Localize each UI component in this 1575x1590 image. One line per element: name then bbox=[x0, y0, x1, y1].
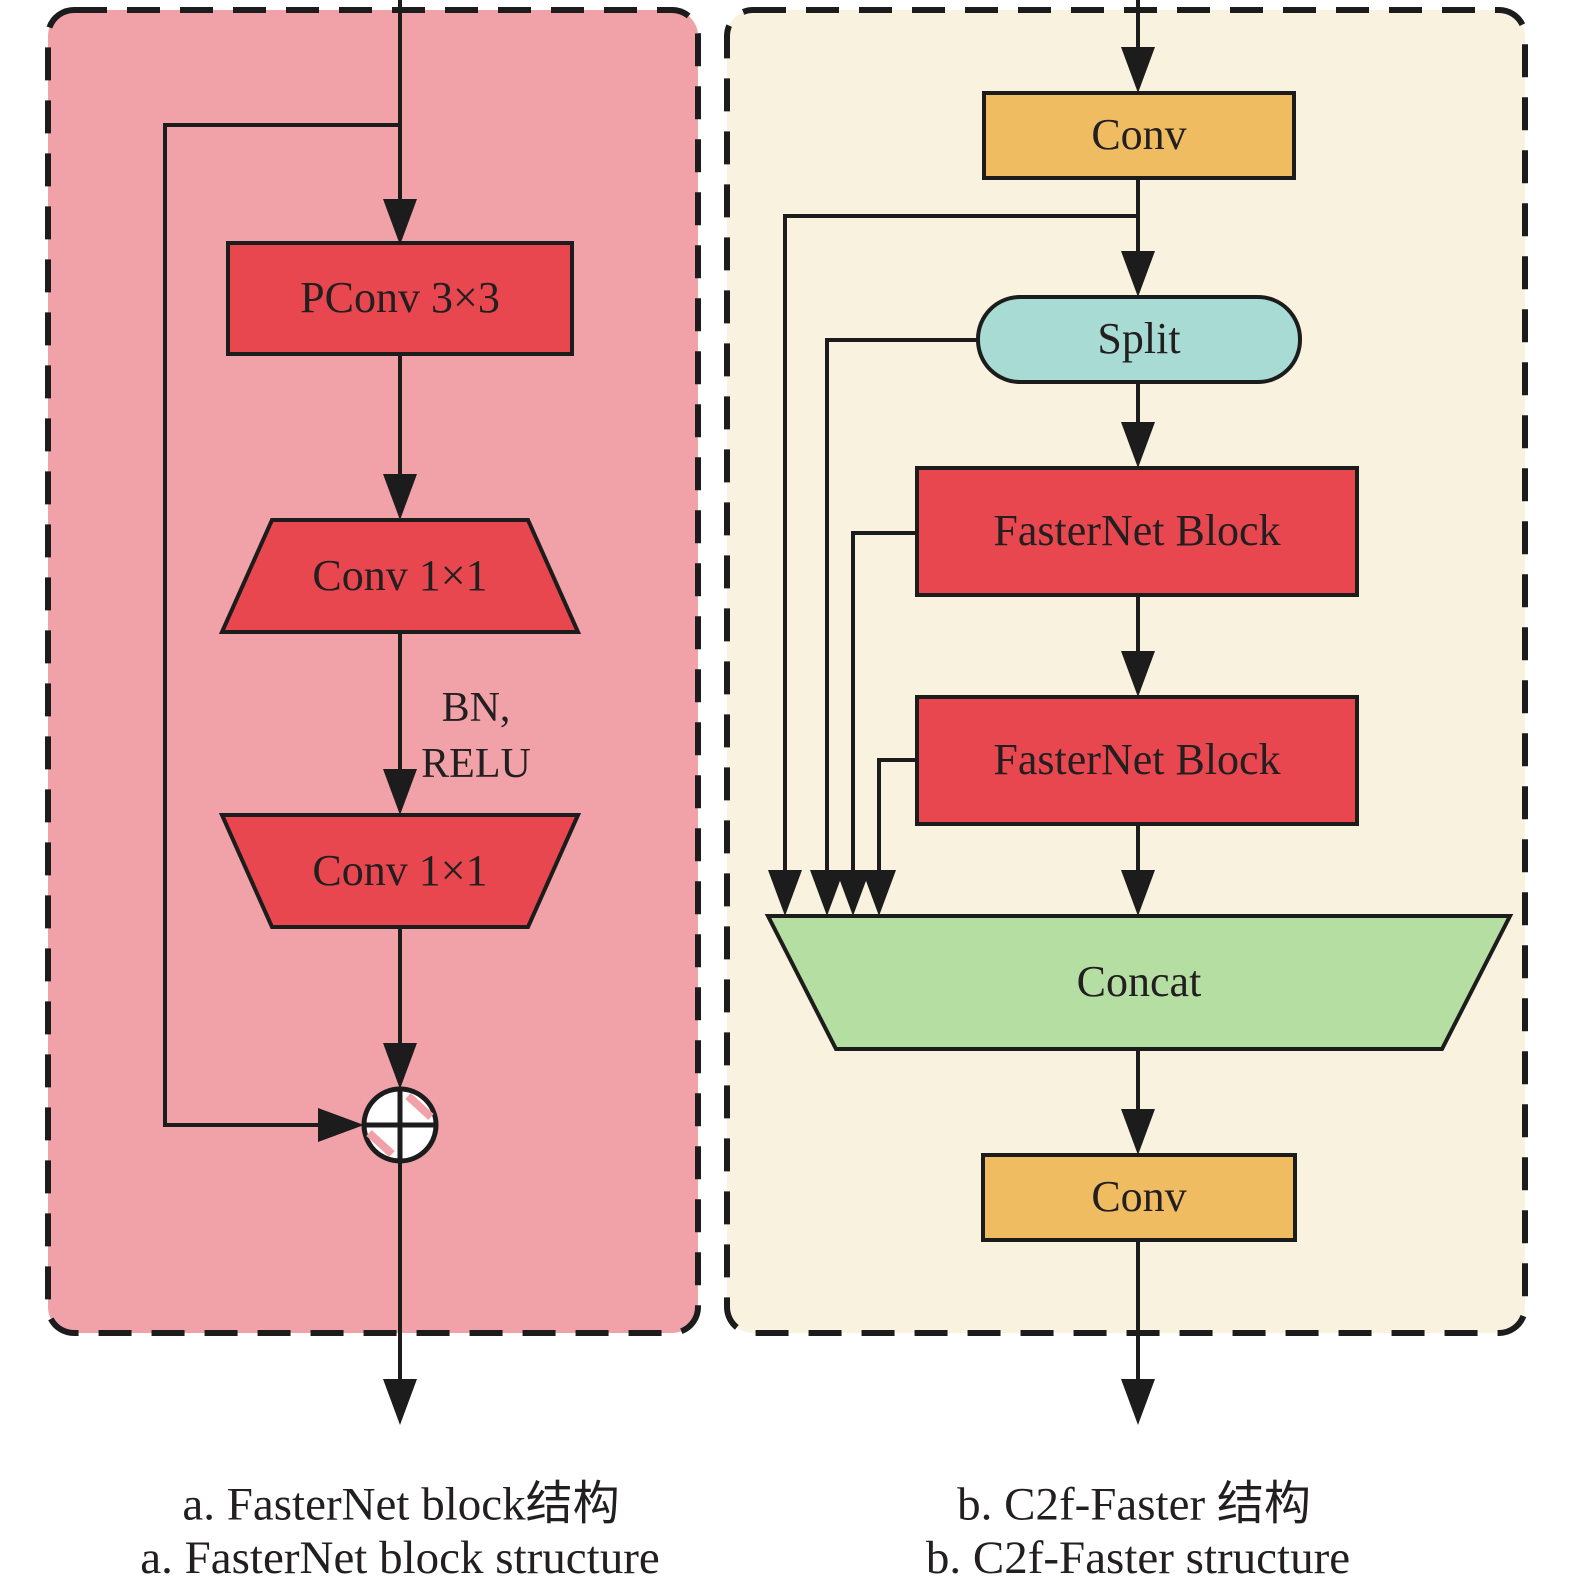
fasternet-block-2-label: FasterNet Block bbox=[993, 734, 1281, 784]
flow-arrowhead-icon bbox=[1121, 651, 1155, 697]
conv-1x1-lower-trapezoid bbox=[218, 813, 582, 929]
concat-label: Concat bbox=[1076, 956, 1202, 1006]
add-operator-icon bbox=[361, 1086, 439, 1164]
conv-top-label: Conv bbox=[1091, 109, 1187, 159]
flow-line bbox=[783, 214, 1138, 870]
fasternet-block-1-box bbox=[915, 466, 1359, 597]
flow-arrowhead-icon bbox=[1121, 1109, 1155, 1155]
flow-arrowhead-icon bbox=[383, 769, 417, 815]
flow-arrowhead-icon bbox=[383, 199, 417, 245]
flow-arrowhead-icon bbox=[1121, 422, 1155, 468]
caption-a-chinese: a. FasterNet block结构 bbox=[182, 1478, 620, 1531]
pconv-label: PConv 3×3 bbox=[300, 272, 500, 322]
panel-b-background bbox=[724, 7, 1528, 1336]
flow-arrowhead-icon bbox=[862, 870, 896, 916]
conv-bottom-label: Conv bbox=[1091, 1171, 1187, 1221]
relu-label-line: RELU bbox=[421, 741, 531, 787]
caption-b-chinese: b. C2f-Faster 结构 bbox=[957, 1478, 1311, 1531]
split-label: Split bbox=[1097, 313, 1181, 363]
flow-arrowhead-icon bbox=[1121, 251, 1155, 297]
concat-trapezoid bbox=[764, 914, 1514, 1051]
flow-arrowhead-icon bbox=[768, 870, 802, 916]
conv-1x1-upper-label: Conv 1×1 bbox=[312, 550, 488, 600]
flow-line bbox=[825, 338, 978, 870]
flow-connectors bbox=[163, 0, 1155, 1425]
conv-top-box bbox=[982, 91, 1296, 180]
flow-line bbox=[877, 758, 917, 870]
bn-relu-label: BN, RELU bbox=[421, 680, 531, 792]
flow-arrowhead-icon bbox=[1121, 1379, 1155, 1425]
bn-label-line: BN, bbox=[441, 685, 511, 731]
flow-arrowhead-icon bbox=[383, 1043, 417, 1089]
caption-b-english: b. C2f-Faster structure bbox=[925, 1532, 1351, 1584]
flow-line bbox=[851, 531, 917, 870]
flow-arrowhead-icon bbox=[1121, 47, 1155, 93]
flow-arrowhead-icon bbox=[836, 870, 870, 916]
flow-arrowhead-icon bbox=[318, 1108, 364, 1142]
conv-1x1-upper-trapezoid bbox=[218, 518, 582, 634]
fasternet-block-2-box bbox=[915, 695, 1359, 826]
caption-a-english: a. FasterNet block structure bbox=[140, 1532, 660, 1584]
conv-1x1-lower-label: Conv 1×1 bbox=[312, 845, 488, 895]
flow-arrowhead-icon bbox=[810, 870, 844, 916]
flow-line bbox=[163, 123, 400, 1127]
fasternet-block-1-label: FasterNet Block bbox=[993, 505, 1281, 555]
flow-arrowhead-icon bbox=[383, 474, 417, 520]
pconv-box bbox=[226, 241, 574, 356]
flow-arrowhead-icon bbox=[383, 1379, 417, 1425]
flow-arrowhead-icon bbox=[1121, 870, 1155, 916]
